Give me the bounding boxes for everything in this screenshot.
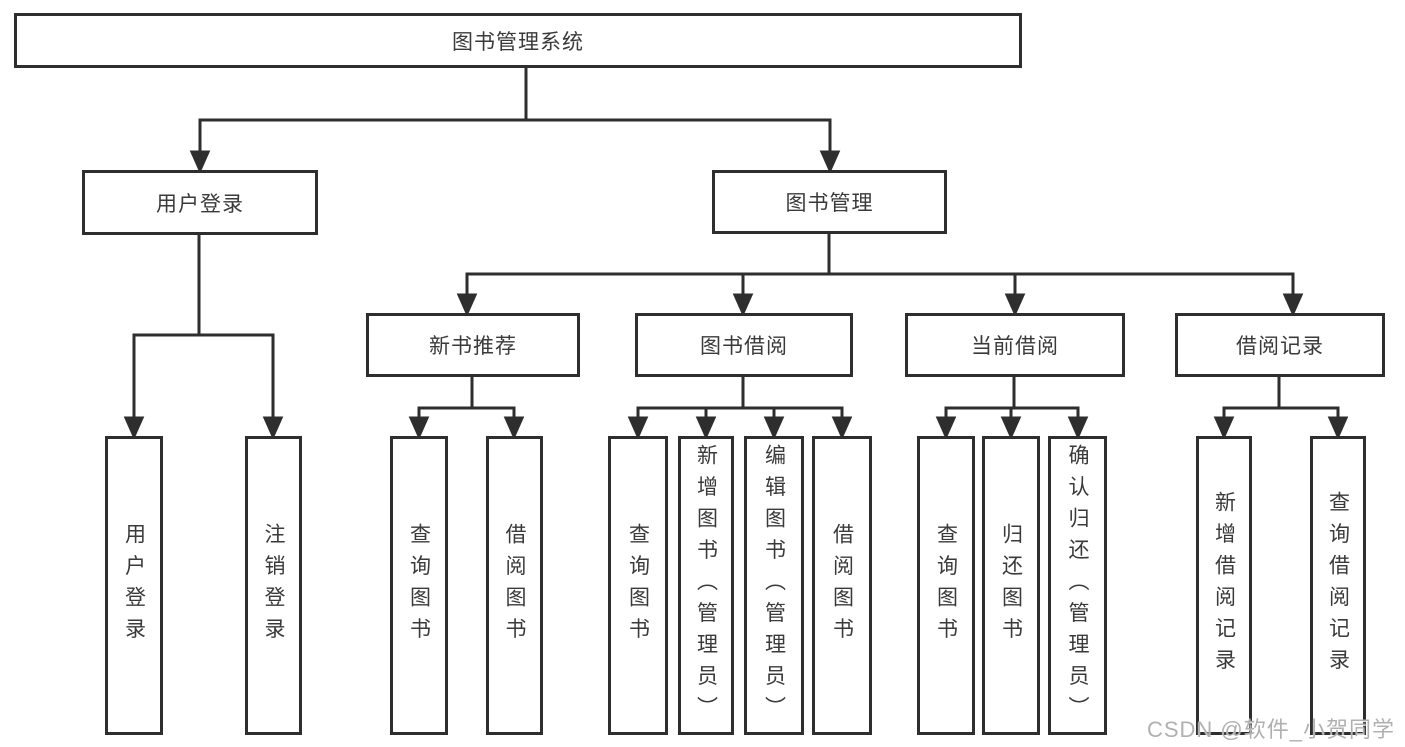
node-borrow-record-label: 借阅记录 (1236, 335, 1324, 358)
arrowhead (456, 293, 478, 317)
node-user-login-label: 用户登录 (156, 192, 244, 216)
connector-book-mgmt (456, 233, 1304, 317)
connector-new-book (408, 377, 525, 440)
arrowhead (935, 416, 957, 440)
arrowhead (819, 150, 841, 174)
arrowhead (189, 150, 211, 174)
leaf-add-book-admin-label: 新增图书（管理员） (694, 443, 718, 728)
leaf-query-book-borrow: 查询图书 (608, 436, 668, 735)
arrowhead (1067, 416, 1089, 440)
leaf-borrow-book-newbook: 借阅图书 (486, 436, 543, 735)
leaf-borrow-book: 借阅图书 (812, 436, 872, 735)
node-book-borrow-label: 图书借阅 (700, 335, 788, 358)
arrowhead (1327, 416, 1349, 440)
arrowhead (695, 416, 717, 440)
node-new-book-label: 新书推荐 (429, 335, 517, 358)
node-root: 图书管理系统 (14, 13, 1022, 68)
node-new-book: 新书推荐 (366, 313, 580, 377)
arrowhead (627, 416, 649, 440)
leaf-query-borrow-record: 查询借阅记录 (1310, 436, 1366, 735)
leaf-add-borrow-record-label: 新增借阅记录 (1212, 491, 1236, 680)
leaf-add-borrow-record: 新增借阅记录 (1196, 436, 1252, 735)
leaf-confirm-return-admin-label: 确认归还（管理员） (1066, 443, 1089, 728)
leaf-query-book-newbook-label: 查询图书 (407, 522, 431, 649)
arrowhead (1213, 416, 1235, 440)
leaf-logout: 注销登录 (245, 436, 302, 735)
node-current-borrow-label: 当前借阅 (971, 335, 1059, 358)
leaf-query-book-newbook: 查询图书 (390, 436, 448, 735)
arrowhead (408, 416, 430, 440)
arrowhead (831, 416, 853, 440)
leaf-borrow-book-newbook-label: 借阅图书 (503, 522, 526, 649)
leaf-query-borrow-record-label: 查询借阅记录 (1326, 491, 1350, 680)
leaf-edit-book-admin: 编辑图书（管理员） (744, 436, 804, 735)
node-borrow-record: 借阅记录 (1175, 313, 1385, 377)
connector-book-borrow (627, 377, 853, 440)
connector-user-login (123, 235, 284, 440)
leaf-logout-label: 注销登录 (262, 522, 285, 649)
leaf-edit-book-admin-label: 编辑图书（管理员） (762, 443, 786, 728)
leaf-return-book: 归还图书 (982, 436, 1040, 735)
connector-root (189, 68, 841, 174)
leaf-confirm-return-admin: 确认归还（管理员） (1048, 436, 1107, 735)
connector-current-borrow (935, 377, 1089, 440)
arrowhead (1004, 293, 1026, 317)
watermark: CSDN @软件_小贺同学 (1146, 717, 1395, 742)
node-current-borrow: 当前借阅 (905, 313, 1125, 377)
arrowhead (732, 293, 754, 317)
arrowhead (763, 416, 785, 440)
node-book-mgmt-label: 图书管理 (785, 192, 874, 215)
node-root-label: 图书管理系统 (452, 30, 584, 54)
node-user-login: 用户登录 (82, 170, 318, 235)
arrowhead (1000, 416, 1022, 440)
leaf-return-book-label: 归还图书 (999, 522, 1023, 649)
node-book-borrow: 图书借阅 (635, 313, 853, 377)
node-book-mgmt: 图书管理 (712, 170, 947, 234)
leaf-query-book-borrow-label: 查询图书 (626, 522, 650, 649)
arrowhead (262, 416, 284, 440)
leaf-query-book-current: 查询图书 (917, 436, 975, 735)
leaf-query-book-current-label: 查询图书 (934, 522, 958, 649)
leaf-add-book-admin: 新增图书（管理员） (678, 436, 734, 735)
arrowhead (123, 416, 145, 440)
arrowhead (503, 416, 525, 440)
connector-borrow-record (1213, 377, 1349, 440)
leaf-user-login: 用户登录 (105, 436, 163, 735)
leaf-user-login-label: 用户登录 (122, 522, 146, 649)
leaf-borrow-book-label: 借阅图书 (830, 522, 854, 649)
arrowhead (1282, 293, 1304, 317)
